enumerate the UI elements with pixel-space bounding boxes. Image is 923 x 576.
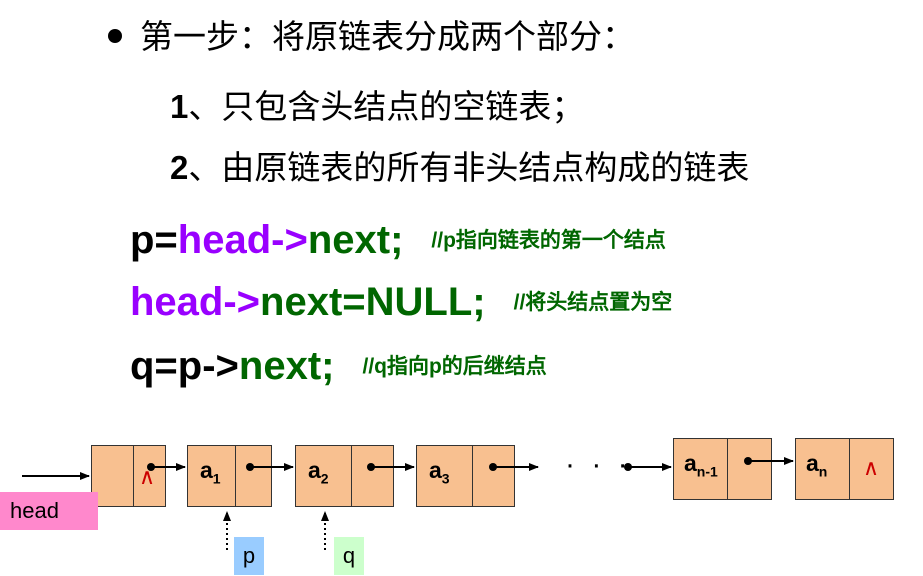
list-node-a3: a3: [416, 445, 515, 507]
code-token: =NULL;: [342, 280, 486, 324]
code-token: head->: [177, 218, 308, 262]
sub-item-1-number: 1: [170, 88, 189, 125]
node-label: an-1: [684, 450, 718, 480]
code-token: p=: [130, 218, 178, 262]
head-node: ∧: [91, 445, 166, 507]
bullet-icon: [108, 28, 122, 43]
list-node-an: an ∧: [795, 438, 894, 500]
step-text: 第一步：将原链表分成两个部分：: [140, 17, 635, 56]
code-token: next: [260, 280, 343, 324]
list-node-a1: a1: [187, 445, 272, 507]
sub-item-2-number: 2: [170, 149, 189, 186]
code-token: head->: [130, 280, 261, 324]
sub-item-2-text: 、由原链表的所有非头结点构成的链表: [188, 148, 750, 187]
sub-item-2: 2、由原链表的所有非头结点构成的链表: [170, 141, 749, 189]
list-node-a2: a2: [295, 445, 394, 507]
step-heading: 第一步：将原链表分成两个部分：: [108, 10, 635, 58]
sub-item-1: 1、只包含头结点的空链表；: [170, 80, 584, 128]
code-line-3: q=p->next; //q指向p的后继结点: [130, 344, 547, 389]
node-label: an: [806, 450, 828, 480]
code-comment: //p指向链表的第一个结点: [431, 229, 666, 253]
list-node-an-1: an-1: [673, 438, 772, 500]
code-token: next;: [307, 218, 404, 262]
null-marker: ∧: [863, 455, 880, 480]
code-token: q=p->: [130, 344, 239, 388]
code-comment: //将头结点置为空: [513, 291, 673, 315]
code-comment: //q指向p的后继结点: [362, 355, 547, 379]
q-label: q: [334, 537, 364, 575]
code-token: next;: [238, 344, 335, 388]
head-label: head: [0, 492, 98, 530]
node-label: a3: [429, 457, 450, 487]
ellipsis: · · ·: [565, 448, 632, 481]
node-label: a2: [308, 457, 329, 487]
code-line-1: p=head->next; //p指向链表的第一个结点: [130, 218, 666, 263]
sub-item-1-text: 、只包含头结点的空链表；: [188, 87, 585, 126]
code-line-2: head->next=NULL; //将头结点置为空: [130, 280, 672, 325]
p-label: p: [234, 537, 264, 575]
node-label: a1: [200, 457, 221, 487]
